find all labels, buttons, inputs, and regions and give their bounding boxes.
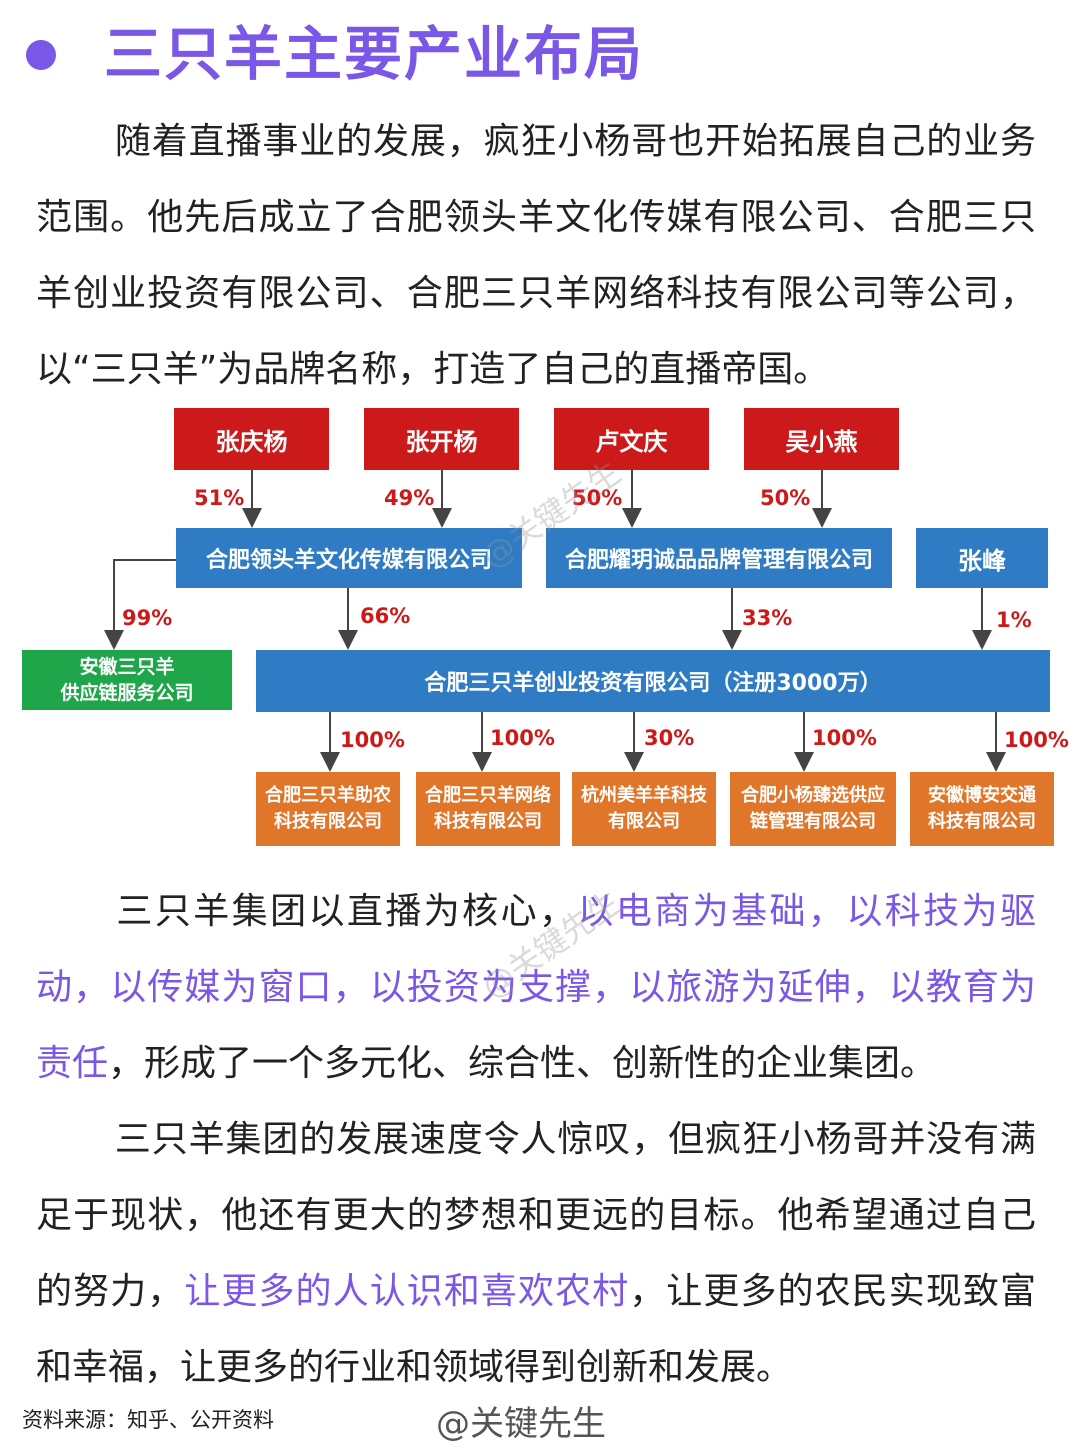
company-name-line: 科技有限公司 — [434, 811, 542, 832]
company-name-line: 合肥小杨臻选供应 — [741, 785, 885, 806]
shareholder-box: 吴小燕 — [744, 408, 899, 470]
group-paragraph: 三只羊集团以直播为核心，以电商为基础，以科技为驱动，以传媒为窗口，以投资为支撑，… — [36, 891, 1036, 1084]
share-percent: 100% — [1004, 728, 1069, 752]
share-percent: 50% — [572, 486, 623, 510]
highlight-text: 让更多的人认识和喜欢农村 — [184, 1271, 630, 1312]
shareholder-box-zhangfeng: 张峰 — [916, 528, 1048, 588]
shareholder-box: 张庆杨 — [174, 408, 329, 470]
company-name-line: 杭州美羊羊科技 — [581, 785, 707, 806]
vision-paragraph: 三只羊集团的发展速度令人惊叹，但疯狂小杨哥并没有满足于现状，他还有更大的梦想和更… — [36, 1119, 1036, 1388]
share-percent: 66% — [360, 604, 411, 628]
subsidiary-box: 杭州美羊羊科技 有限公司 — [572, 772, 716, 846]
share-percent: 49% — [384, 486, 435, 510]
share-percent: 99% — [122, 606, 173, 630]
highlight-text: 以电商为基础，以科技为驱动，以传媒为窗口，以投资为支撑，以旅游为延伸，以教育为责… — [36, 891, 1036, 1084]
page-header: 三只羊主要产业布局 — [22, 18, 1062, 98]
share-percent: 50% — [760, 486, 811, 510]
shareholder-box: 卢文庆 — [554, 408, 709, 470]
bullet-dot-icon — [26, 40, 56, 70]
company-name-line: 安徽博安交通 — [928, 785, 1036, 806]
org-chart-connectors — [104, 470, 1006, 772]
company-name-line: 合肥三只羊助农 — [265, 785, 391, 806]
subsidiary-box: 合肥三只羊网络 科技有限公司 — [416, 772, 560, 846]
share-percent: 51% — [194, 486, 245, 510]
company-name-line: 安徽三只羊 — [79, 656, 175, 678]
subsidiary-box: 合肥小杨臻选供应 链管理有限公司 — [730, 772, 896, 846]
source-note: 资料来源：知乎、公开资料 — [22, 1408, 274, 1432]
intro-paragraph: 随着直播事业的发展，疯狂小杨哥也开始拓展自己的业务范围。他先后成立了合肥领头羊文… — [36, 121, 1036, 390]
company-name-line: 科技有限公司 — [274, 811, 382, 832]
share-percent: 30% — [644, 726, 695, 750]
page-title: 三只羊主要产业布局 — [104, 20, 645, 88]
share-percent: 1% — [996, 608, 1032, 632]
company-name-line: 链管理有限公司 — [750, 811, 876, 832]
company-name-line: 供应链服务公司 — [60, 682, 194, 704]
subsidiary-box: 安徽博安交通 科技有限公司 — [910, 772, 1054, 846]
company-box-yaoyue: 合肥耀玥诚品品牌管理有限公司 — [546, 528, 892, 588]
shareholder-box: 张开杨 — [364, 408, 519, 470]
company-box-linyang: 合肥领头羊文化传媒有限公司 — [176, 528, 522, 588]
share-percent: 100% — [490, 726, 555, 750]
share-percent: 100% — [812, 726, 877, 750]
company-name-line: 有限公司 — [608, 811, 680, 832]
company-name-line: 科技有限公司 — [928, 811, 1036, 832]
company-box-supply-chain: 安徽三只羊 供应链服务公司 — [22, 650, 232, 710]
share-percent: 100% — [340, 728, 405, 752]
subsidiary-box: 合肥三只羊助农 科技有限公司 — [256, 772, 400, 846]
org-chart: 张庆杨 张开杨 卢文庆 吴小燕 51% 49% 50% 50% 合肥领头羊文化传… — [0, 400, 1080, 860]
company-name-line: 合肥三只羊网络 — [425, 785, 551, 806]
share-percent: 33% — [742, 606, 793, 630]
author-watermark: @关键先生 — [436, 1404, 606, 1444]
company-box-main-investment: 合肥三只羊创业投资有限公司（注册3000万） — [256, 650, 1050, 712]
